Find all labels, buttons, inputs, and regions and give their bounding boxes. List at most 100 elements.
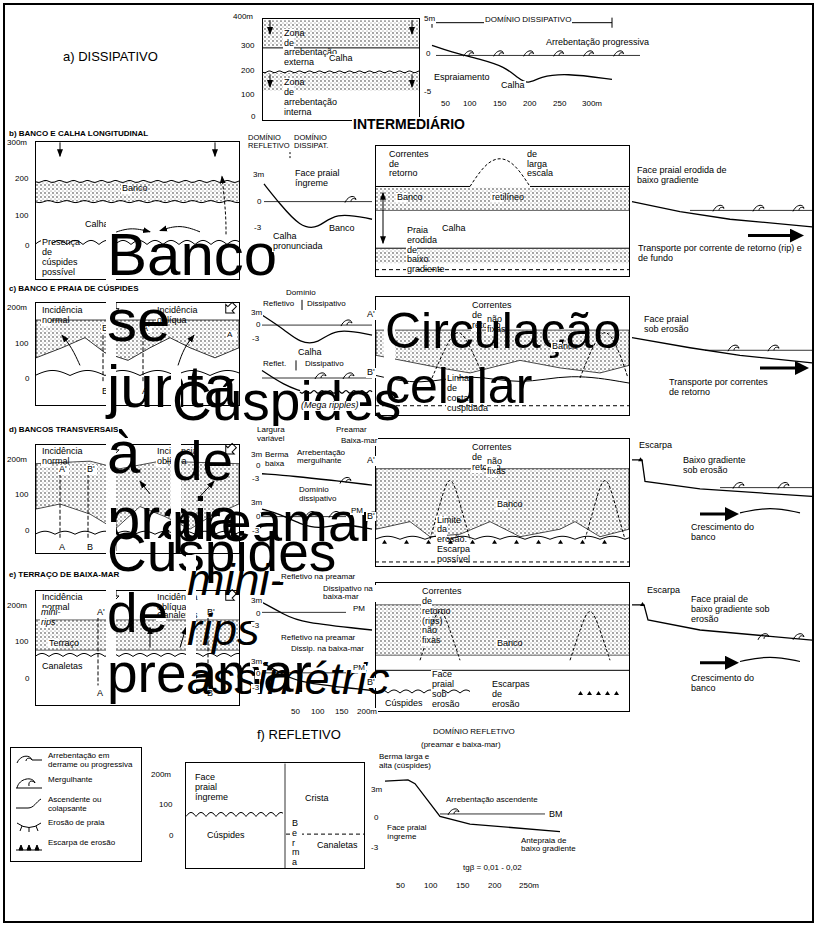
node-text: Calha [441, 224, 452, 234]
label-text: d) BANCOS TRANSVERSAIS [8, 426, 119, 435]
legend-symbol [14, 776, 44, 790]
label-text: Escarpa [638, 441, 673, 451]
line-art [36, 461, 239, 529]
legend-row: Escarpa de erosão [14, 839, 138, 853]
scarp-symbol [536, 540, 541, 544]
legend-symbol-path [17, 756, 42, 763]
label-text: Antepraia de baixo gradiente [520, 837, 587, 855]
legend-symbol-path [16, 799, 41, 808]
line-art [383, 193, 384, 243]
node-text: A' [58, 465, 69, 475]
line-art [375, 670, 630, 671]
label-text: DOMÍNIO REFLETIVO [247, 134, 293, 151]
label-text: Baixa-mar [340, 437, 378, 446]
breaker-symbol [728, 345, 739, 351]
breaker-symbol [494, 51, 504, 57]
line-art [748, 234, 800, 237]
label-text: -3 [251, 622, 260, 631]
line-art [262, 602, 372, 630]
breaker-symbol [554, 51, 564, 57]
scarp-symbol [426, 540, 431, 544]
scarp-symbol [602, 540, 607, 544]
node-text: Correntes de retorno [471, 443, 482, 473]
node-text: Cúspides de preamar [106, 522, 116, 704]
node-text: Linha de costa cuspidada [446, 374, 457, 414]
line-art [62, 335, 80, 365]
node-text: Canaletas [41, 662, 51, 672]
label-text: 0 [256, 198, 262, 207]
label-text: (Mega ripples) [300, 401, 360, 411]
node-text: Cúspides [206, 831, 217, 841]
node-text: Face praial íngreme [194, 773, 205, 803]
label-text: BM [548, 810, 564, 820]
label-text: Berma larga e alta (cúspides) [378, 753, 440, 771]
label-text: 0 [255, 321, 261, 330]
node-text: B e r m a [291, 819, 302, 868]
label-text: 200 [487, 882, 502, 891]
breaker-symbol [778, 482, 789, 488]
label-text: -3 [251, 475, 260, 484]
legend-row: Arrebentação em derrame ou progressiva [14, 752, 138, 770]
label-text: -5 [423, 88, 432, 97]
line-art [160, 227, 200, 232]
legend-symbol-path [17, 823, 41, 832]
label-text: 0 [24, 375, 30, 384]
line-art [35, 180, 240, 182]
label-text: Face praial íngreme [386, 824, 428, 842]
label-text: f) REFLETIVO [256, 728, 342, 742]
label-text: Face praial de baixo gradiente sob erosã… [690, 595, 772, 625]
line-art [178, 335, 194, 365]
legend-symbol [14, 819, 44, 833]
label-text: 0 [24, 675, 30, 684]
line-art [740, 509, 800, 513]
label-text: 50 [440, 100, 451, 109]
label-text: B' [366, 678, 376, 688]
node-text: B [206, 689, 217, 699]
plan-view-box: Zona de arrebentação externaCalhaZona de… [262, 18, 420, 121]
label-text: 50 [395, 882, 406, 891]
label-text: 300m [6, 139, 28, 148]
node-text: Calha [328, 54, 339, 64]
label-text: 100 [310, 708, 325, 717]
node-text: Terraço [48, 639, 59, 649]
node-text: Banco [496, 500, 507, 510]
label-text: Arrebentação progressiva [545, 38, 650, 48]
line-art [150, 627, 151, 647]
stipple-area [36, 461, 239, 529]
node-text: não fixas [486, 315, 497, 335]
line-art [700, 513, 735, 516]
label-text: PM [350, 507, 364, 516]
node-text: Limite da erosão. Escarpa possível [436, 516, 447, 565]
label-text: Crescimento do banco [690, 674, 762, 694]
label-text: 200m [356, 708, 378, 717]
line-art [432, 333, 484, 378]
line-art [632, 338, 812, 363]
node-text: Incidência normal [41, 306, 51, 326]
line-art [376, 375, 629, 383]
breaker-symbol [524, 51, 534, 57]
node-text: Escarpas de erosão [491, 680, 502, 710]
label-text: Baixo gradiente sob erosão [682, 456, 754, 476]
label-text: B' [366, 512, 376, 522]
line-art [270, 74, 271, 87]
line-art [264, 201, 372, 202]
label-text: 3m [250, 309, 263, 318]
line-art [285, 764, 286, 869]
plan-view-box: Incidência normalIncidência oblíquaA'B'A… [35, 444, 240, 555]
line-art [375, 561, 630, 562]
legend-symbol [14, 839, 44, 853]
label-text: A' [366, 456, 376, 466]
line-art [612, 18, 613, 28]
line-art [262, 378, 372, 379]
label-text: 200m [6, 304, 28, 313]
stipple-area [36, 181, 239, 201]
node-text: Banco [551, 342, 562, 352]
label-text: 100 [14, 638, 29, 647]
node-text: A [58, 543, 69, 553]
label-text: 150 [455, 882, 470, 891]
label-text: Largura variável [256, 426, 298, 444]
plan-view-box: Correntes de retornonão fixasCirculação … [375, 296, 630, 416]
node-text: Zona de arrebentação externa [283, 29, 294, 69]
legend-box: Arrebentação em derrame ou progressivaMe… [10, 747, 142, 862]
figure-frame [4, 4, 813, 922]
